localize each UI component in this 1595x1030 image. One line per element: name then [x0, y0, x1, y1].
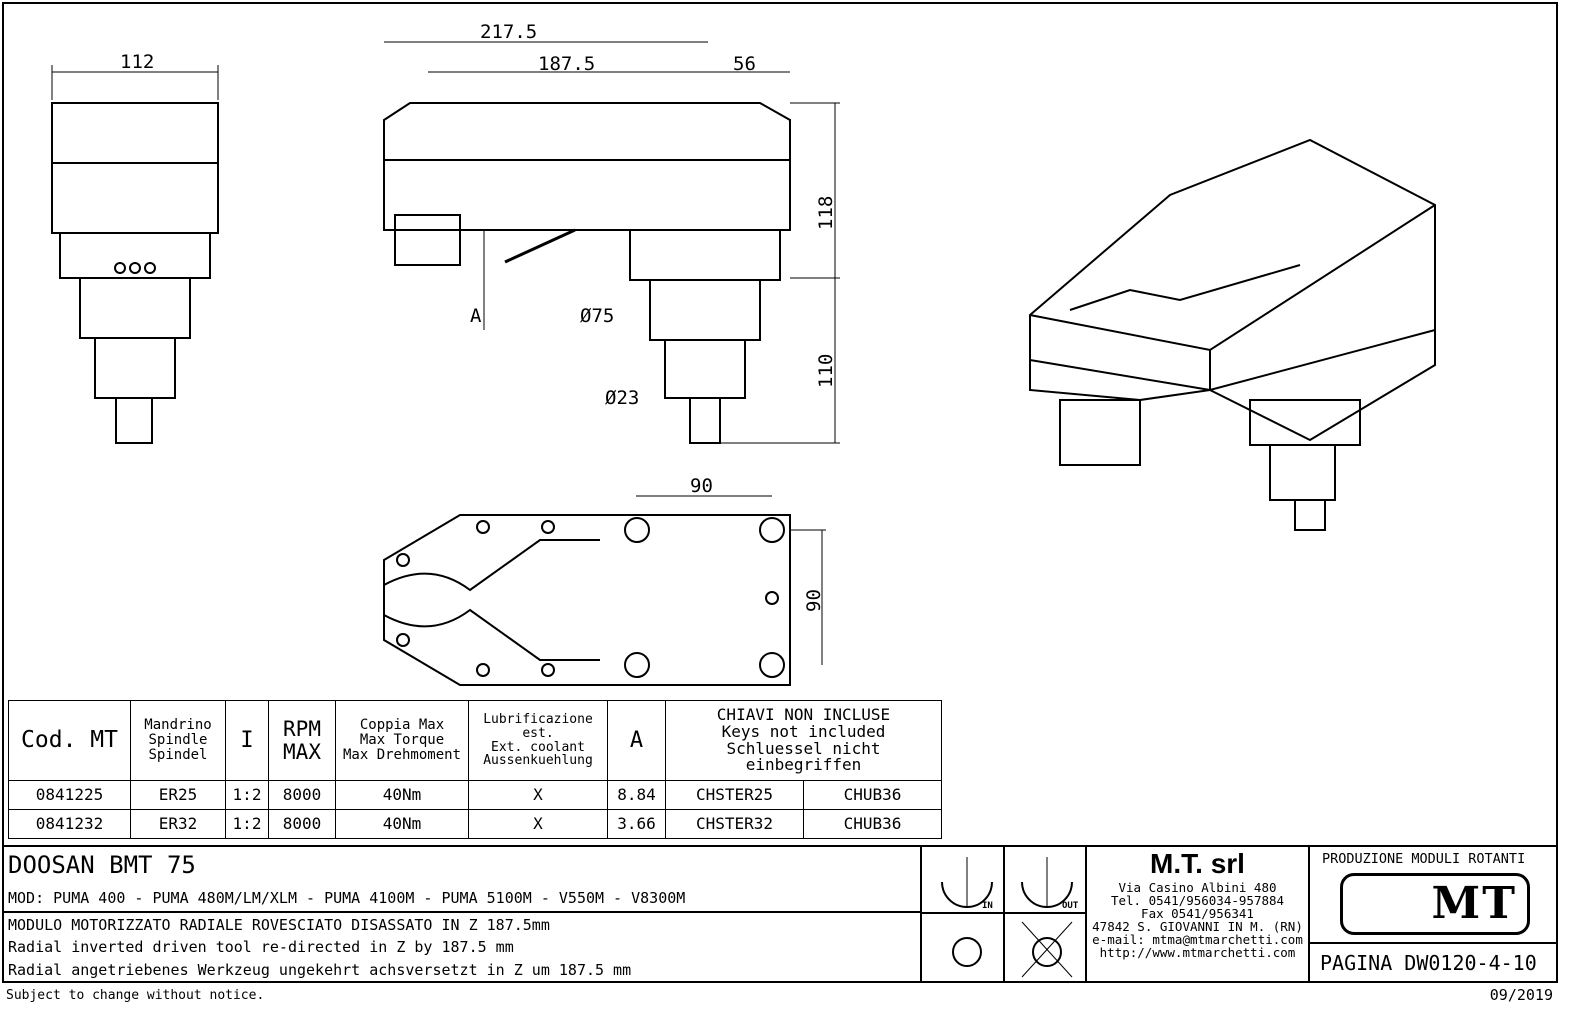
side-view: 112 [51, 51, 219, 444]
dim-body-width: 56 [733, 53, 756, 75]
header-keys-en: Keys not included [721, 721, 886, 741]
company-address: Via Casino Albini 480 [1118, 880, 1277, 895]
cell-spindle: ER32 [130, 809, 226, 839]
header-torque-de: Max Drehmoment [342, 746, 461, 763]
cell-rpm: 8000 [268, 780, 336, 810]
key-ok-icon [952, 937, 982, 967]
footer-date: 09/2019 [1489, 986, 1553, 1004]
dim-dia-23: Ø23 [605, 387, 639, 409]
front-view: 217.5 187.5 56 Ø75 Ø23 A 118 110 [383, 21, 840, 444]
cell-torque: 40Nm [335, 809, 469, 839]
cell-ratio: 1:2 [225, 780, 269, 810]
cell-a: 3.66 [607, 809, 666, 839]
company-city: 47842 S. GIOVANNI IN M. (RN) [1092, 919, 1303, 934]
cell-coolant: X [468, 780, 608, 810]
header-rpm-1: RPM [283, 717, 321, 742]
mt-logo: MT [1340, 873, 1530, 935]
brand-divider [1310, 942, 1556, 944]
cell-key1: CHSTER32 [665, 809, 804, 839]
header-torque-it: Coppia Max [359, 717, 445, 734]
company-email: e-mail: mtma@mtmarchetti.com [1092, 932, 1303, 947]
desc-de: Radial angetriebenes Werkzeug ungekehrt … [8, 961, 632, 979]
cell-ratio: 1:2 [225, 809, 269, 839]
isometric-view [1029, 138, 1436, 531]
description-block: MODULO MOTORIZZATO RADIALE ROVESCIATO DI… [2, 911, 922, 983]
header-spindle-de: Spindel [148, 746, 208, 763]
footer-notice: Subject to change without notice. [6, 988, 265, 1003]
header-spindle-en: Spindle [148, 732, 208, 749]
header-coolant-it: Lubrificazione est. [483, 712, 593, 741]
cell-key2: CHUB36 [803, 809, 942, 839]
label-in: IN [982, 901, 993, 911]
dim-dia-75: Ø75 [580, 305, 614, 327]
dim-side-width: 112 [120, 51, 154, 73]
cell-a: 8.84 [607, 780, 666, 810]
desc-it: MODULO MOTORIZZATO RADIALE ROVESCIATO DI… [8, 916, 550, 934]
header-code: Cod. MT [8, 700, 131, 781]
header-coolant-en: Ext. coolant [491, 739, 585, 755]
bottom-view: 90 90 [383, 475, 826, 686]
dim-a: A [470, 305, 482, 327]
cell-rpm: 8000 [268, 809, 336, 839]
company-name: M.T. srl [1150, 848, 1245, 879]
machine-title: DOOSAN BMT 75 [8, 851, 196, 879]
brand-header: PRODUZIONE MODULI ROTANTI [1322, 851, 1526, 867]
dim-bottom-width: 90 [690, 475, 713, 497]
page-code: PAGINA DW0120-4-10 [1320, 951, 1537, 975]
header-keys-it: CHIAVI NON INCLUSE [716, 704, 891, 724]
header-keys-de: Schluessel nicht einbegriffen [726, 738, 881, 775]
rotation-block: IN OUT [920, 845, 1087, 983]
header-coolant-de: Aussenkuehlung [483, 753, 593, 769]
company-tel: Tel. 0541/956034-957884 [1110, 893, 1285, 908]
company-web: http://www.mtmarchetti.com [1099, 945, 1296, 960]
header-spindle-it: Mandrino [144, 717, 212, 734]
company-block: M.T. srl Via Casino Albini 480 Tel. 0541… [1085, 845, 1310, 983]
header-ratio: I [225, 700, 269, 781]
header-rpm-2: MAX [283, 739, 321, 764]
logo-text: MT [1431, 878, 1517, 929]
dim-total-length: 217.5 [480, 21, 537, 43]
label-out: OUT [1062, 901, 1079, 911]
cell-spindle: ER25 [130, 780, 226, 810]
key-forbidden-icon [1032, 937, 1062, 967]
machine-models: MOD: PUMA 400 - PUMA 480M/LM/XLM - PUMA … [8, 889, 686, 907]
cell-torque: 40Nm [335, 780, 469, 810]
machine-block: DOOSAN BMT 75 MOD: PUMA 400 - PUMA 480M/… [2, 845, 922, 913]
cell-code: 0841225 [8, 780, 131, 810]
header-a: A [607, 700, 666, 781]
cell-code: 0841232 [8, 809, 131, 839]
brand-block: PRODUZIONE MODULI ROTANTI MT PAGINA DW01… [1308, 845, 1558, 983]
header-torque-en: Max Torque [359, 732, 445, 749]
company-fax: Fax 0541/956341 [1141, 906, 1254, 921]
dim-height-bottom: 110 [815, 354, 837, 388]
cell-coolant: X [468, 809, 608, 839]
desc-en: Radial inverted driven tool re-directed … [8, 938, 514, 956]
cell-key1: CHSTER25 [665, 780, 804, 810]
rotation-icons [922, 847, 1085, 981]
cell-key2: CHUB36 [803, 780, 942, 810]
dim-offset: 187.5 [538, 53, 595, 75]
dim-bottom-height: 90 [803, 589, 825, 612]
dim-height-top: 118 [815, 196, 837, 230]
